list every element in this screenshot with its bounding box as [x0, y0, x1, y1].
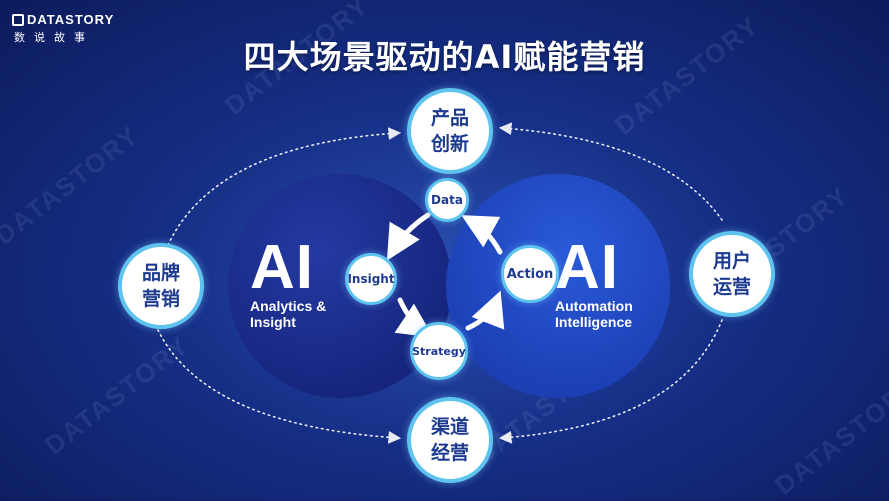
- cycle-arrow-data-to-insight: [386, 212, 431, 261]
- scenario-node-user-operation: 用户运营: [689, 231, 775, 317]
- node-text: 品牌: [141, 262, 180, 284]
- logo-sub-text: 数说故事: [14, 31, 94, 44]
- node-text: 渠道: [430, 416, 469, 438]
- logo-brand: DATASTORY: [12, 12, 114, 27]
- company-logo: DATASTORY 数说故事: [12, 12, 114, 45]
- right-circle-line1: Automation: [555, 298, 633, 314]
- cycle-arrow-action-to-data: [461, 215, 503, 255]
- outer-arc-bottom-left: [157, 329, 402, 444]
- cycle-node-strategy: Strategy: [410, 322, 468, 380]
- cycle-node-data: Data: [425, 178, 469, 222]
- outer-arc-top-left: [167, 127, 402, 246]
- node-text: 营销: [141, 288, 180, 310]
- left-circle-line1: Analytics &: [250, 298, 327, 314]
- right-ai-circle: [446, 174, 670, 398]
- cycle-node-insight: Insight: [345, 253, 397, 305]
- outer-arc-bottom-right: [498, 319, 723, 444]
- outer-arc-top-right: [498, 122, 723, 221]
- right-ai-text: AI: [555, 233, 619, 302]
- logo-brand-text: DATASTORY: [27, 12, 115, 27]
- node-text: 产品: [430, 107, 469, 129]
- scenario-node-product-innovation: 产品创新: [407, 88, 493, 174]
- logo-mark-icon: [12, 13, 24, 26]
- right-circle-label: AI Automation Intelligence: [555, 233, 633, 331]
- cycle-arrow-strategy-to-action: [465, 290, 505, 331]
- page-title: 四大场景驱动的AI赋能营销: [243, 38, 646, 76]
- node-text: 用户: [712, 250, 751, 272]
- node-text: 创新: [430, 133, 469, 155]
- left-circle-label: AI Analytics & Insight: [250, 233, 327, 331]
- right-circle-line2: Intelligence: [555, 314, 633, 330]
- left-circle-line2: Insight: [250, 314, 296, 330]
- node-text: 经营: [430, 442, 469, 464]
- left-ai-text: AI: [250, 233, 314, 302]
- scenario-node-brand-marketing: 品牌营销: [118, 243, 204, 329]
- cycle-node-action: Action: [501, 245, 559, 303]
- node-text: 运营: [712, 276, 751, 298]
- scenario-node-channel-operation: 渠道经营: [407, 397, 493, 483]
